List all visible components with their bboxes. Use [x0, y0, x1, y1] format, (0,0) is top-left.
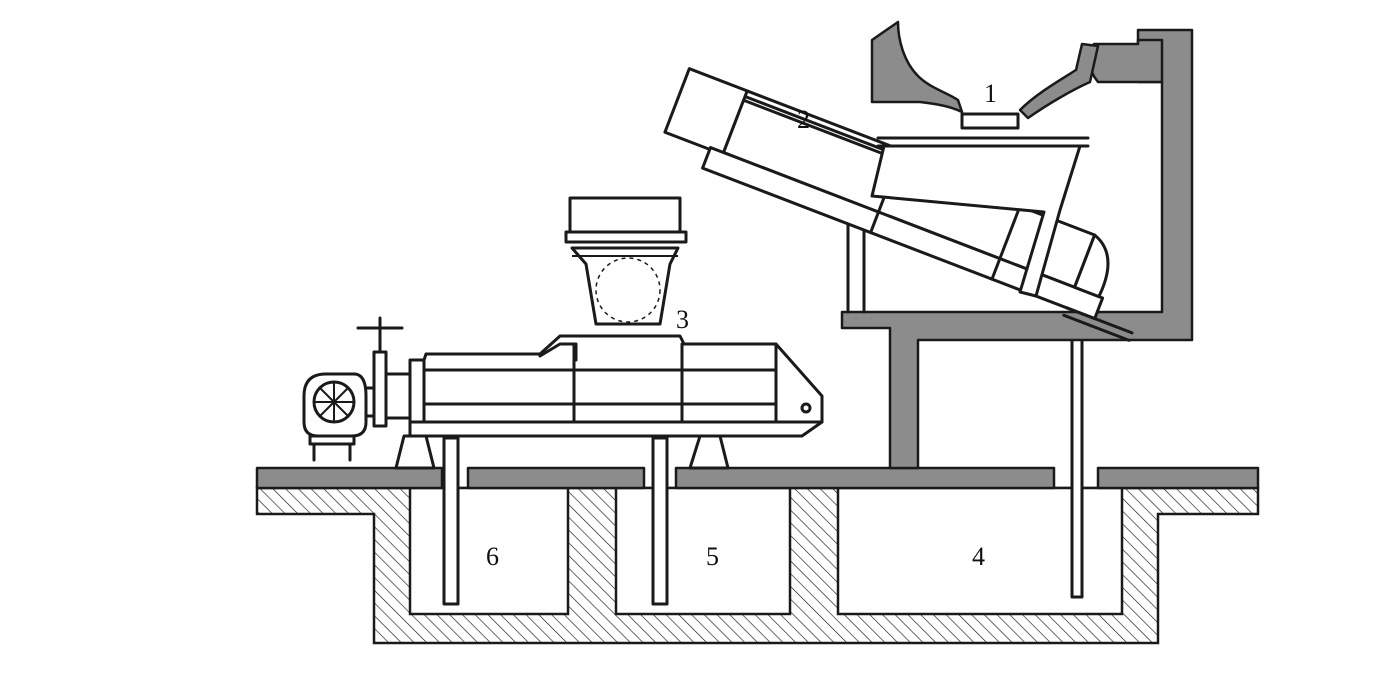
- screen-hopper-section: [870, 144, 1082, 298]
- inclined-screen: [663, 67, 1134, 342]
- feed-box-funnel: [570, 246, 680, 326]
- screen-deck-lower: [701, 146, 1105, 321]
- label-3: 3: [676, 305, 689, 334]
- floor-slab: [255, 466, 1260, 490]
- screen-body: [663, 67, 1134, 342]
- feed-roller-dashed: [595, 257, 661, 323]
- classifier-body: [408, 334, 824, 438]
- hopper-right-wall: [1018, 42, 1100, 120]
- discharge-pipes: [442, 270, 1084, 606]
- label-5: 5: [706, 542, 719, 571]
- screen-bottom-rail: [1065, 306, 1134, 335]
- hopper-outlet: [960, 112, 1020, 130]
- floor-slab-left: [255, 466, 444, 490]
- screen-bottom-rail-inner: [1062, 313, 1131, 342]
- support-frame: [840, 28, 1194, 470]
- coupling-flange: [372, 350, 388, 428]
- label-6: 6: [486, 542, 499, 571]
- pipe-to-pit-6: [442, 436, 460, 606]
- screen-divider-2: [990, 204, 1022, 281]
- upper-bracket: [1087, 38, 1164, 84]
- label-1: 1: [984, 79, 997, 108]
- label-2: 2: [797, 105, 810, 134]
- feed-box-top: [568, 196, 682, 234]
- callout-labels: 1 2 3 4 5 6: [486, 79, 997, 571]
- floor-slab-mid-right: [674, 466, 1056, 490]
- floor-slab-right: [1096, 466, 1260, 490]
- hopper-left-wall: [870, 20, 964, 114]
- feed-hopper: [870, 20, 1100, 130]
- label-4: 4: [972, 542, 985, 571]
- feed-box-band: [564, 230, 688, 244]
- screen-discharge-lip: [1073, 233, 1110, 299]
- pit-cell-5: [614, 486, 792, 616]
- pipe-to-pit-5: [651, 436, 669, 606]
- pit-cell-6: [408, 486, 570, 616]
- motor-base: [308, 434, 356, 446]
- classifier-step: [538, 342, 578, 362]
- classifier-foot-left: [394, 434, 436, 470]
- foundation-pit: [255, 486, 1260, 645]
- classifier-foot-right: [688, 434, 730, 470]
- fan-spoke-4: [319, 387, 349, 417]
- screw-classifier: [302, 196, 824, 470]
- floor-slab-mid-left: [466, 466, 646, 490]
- classifier-bolt: [800, 402, 812, 414]
